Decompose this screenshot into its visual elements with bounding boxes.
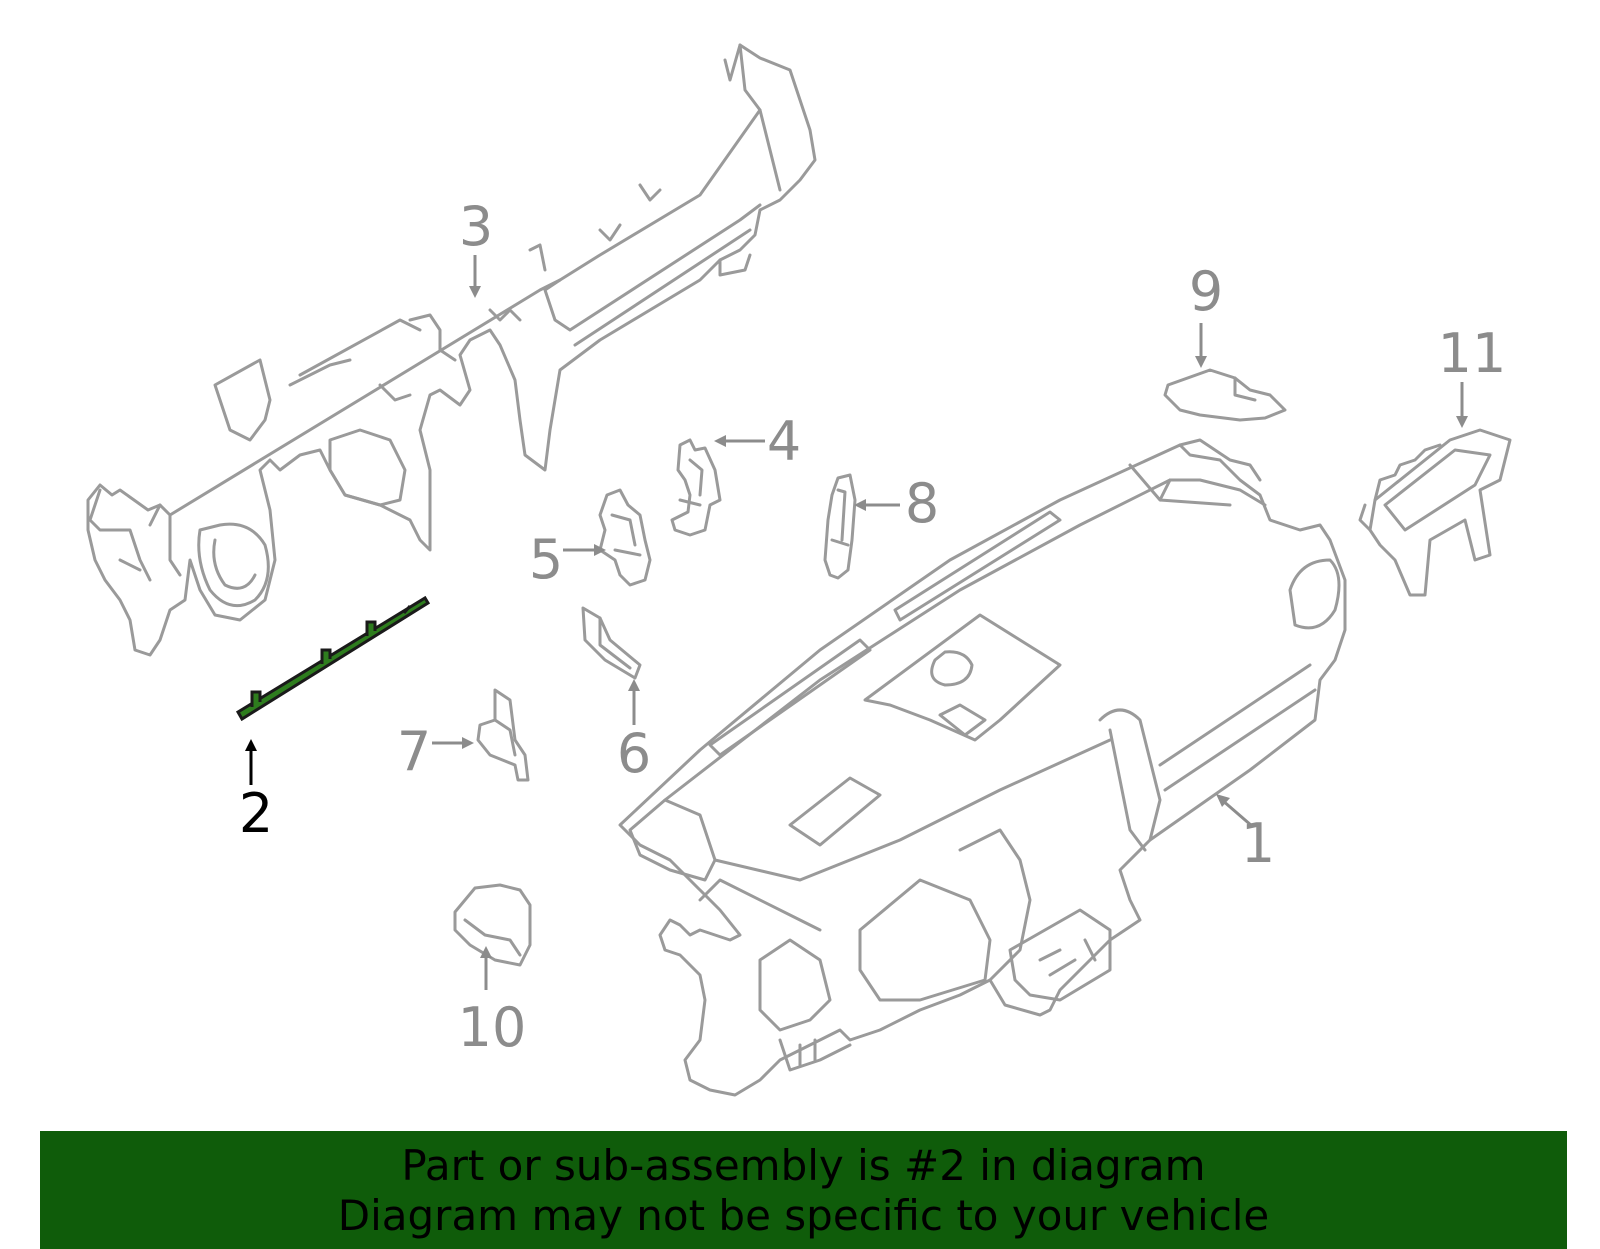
callout-8: 8: [905, 472, 939, 535]
callout-5: 5: [529, 528, 563, 591]
callout-2: 2: [239, 782, 273, 845]
part-9-cover: [1163, 368, 1287, 422]
part-5-bracket: [598, 488, 652, 587]
callout-9: 9: [1189, 260, 1223, 323]
part-1-instrument-panel: [618, 438, 1347, 1097]
part-3-crossmember: [86, 43, 817, 657]
callout-6: 6: [617, 722, 651, 785]
banner-line-1: Part or sub-assembly is #2 in diagram: [401, 1141, 1206, 1190]
part-4-bracket: [670, 438, 722, 537]
callout-11: 11: [1438, 322, 1507, 385]
info-banner: Part or sub-assembly is #2 in diagram Di…: [40, 1131, 1567, 1249]
callout-3: 3: [459, 195, 493, 258]
part-7-bracket: [476, 688, 530, 782]
callout-7: 7: [397, 720, 431, 783]
part-6-bracket: [581, 606, 642, 680]
leader-lines: [245, 255, 1468, 990]
parts-diagram: 3 9 11 4 8 5 6 7 2 1 10: [86, 43, 1512, 1097]
callout-1: 1: [1241, 812, 1275, 875]
callout-10: 10: [458, 996, 527, 1059]
part-11-airbag: [1358, 428, 1512, 597]
banner-line-2: Diagram may not be specific to your vehi…: [337, 1191, 1270, 1240]
callout-4: 4: [767, 410, 801, 473]
part-10-bezel: [453, 883, 532, 967]
part-8-bracket: [823, 473, 857, 580]
part-2-highlighted: [235, 595, 431, 722]
